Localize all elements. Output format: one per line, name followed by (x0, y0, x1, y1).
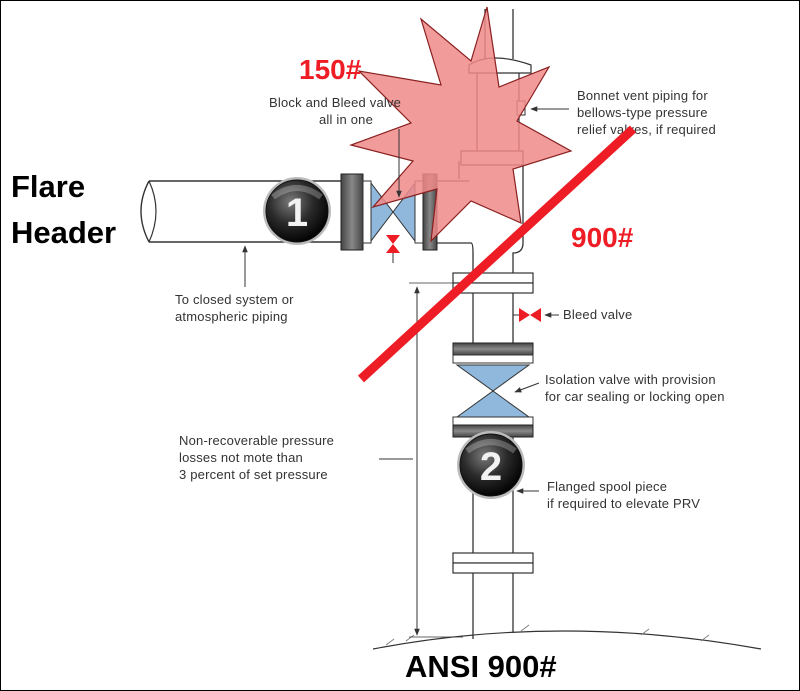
rating-900: 900# (571, 222, 634, 253)
label-bonnet-3: relief valves, if required (577, 122, 716, 137)
flare-label-1: Flare (11, 169, 85, 204)
label-nonrec-1: Non-recoverable pressure (179, 433, 334, 448)
numbered-badge-icon: 2 (480, 445, 502, 489)
label-nonrec-3: 3 percent of set pressure (179, 467, 328, 482)
riser-bleed-valve-icon (513, 308, 541, 322)
ansi-rating: ANSI 900# (405, 649, 557, 684)
rating-150: 150# (299, 54, 362, 85)
flare-label-2: Header (11, 215, 116, 250)
label-bonnet-2: bellows-type pressure (577, 105, 708, 120)
label-block-bleed-1: Block and Bleed valve (269, 95, 401, 110)
label-spool-2: if required to elevate PRV (547, 496, 700, 511)
numbered-badge-icon: 1 (286, 191, 308, 235)
riser-pipe-upper (472, 293, 514, 343)
label-closed-1: To closed system or (175, 292, 294, 307)
label-isolation-1: Isolation valve with provision (545, 372, 716, 387)
label-spool-1: Flanged spool piece (547, 479, 667, 494)
label-bleed-valve: Bleed valve (563, 307, 632, 322)
bleed-valve-icon (386, 235, 400, 263)
label-block-bleed-2: all in one (319, 112, 373, 127)
label-bonnet-1: Bonnet vent piping for (577, 88, 708, 103)
ground-line (372, 630, 762, 650)
ground-hatch (385, 624, 710, 646)
spool-flange (452, 552, 534, 564)
strike-line-icon (357, 125, 637, 383)
label-nonrec-2: losses not mote than (179, 450, 303, 465)
header-flange (340, 173, 364, 251)
riser-pipe-lower (472, 573, 514, 639)
label-isolation-2: for car sealing or locking open (545, 389, 725, 404)
leader-isolation (514, 382, 540, 393)
label-closed-2: atmospheric piping (175, 309, 288, 324)
badge-one: 1 (263, 177, 331, 245)
dimension-line (409, 282, 463, 638)
isolation-flange-top (452, 342, 534, 356)
badge-two: 2 (457, 431, 525, 499)
explosion-burst-icon (348, 6, 573, 243)
